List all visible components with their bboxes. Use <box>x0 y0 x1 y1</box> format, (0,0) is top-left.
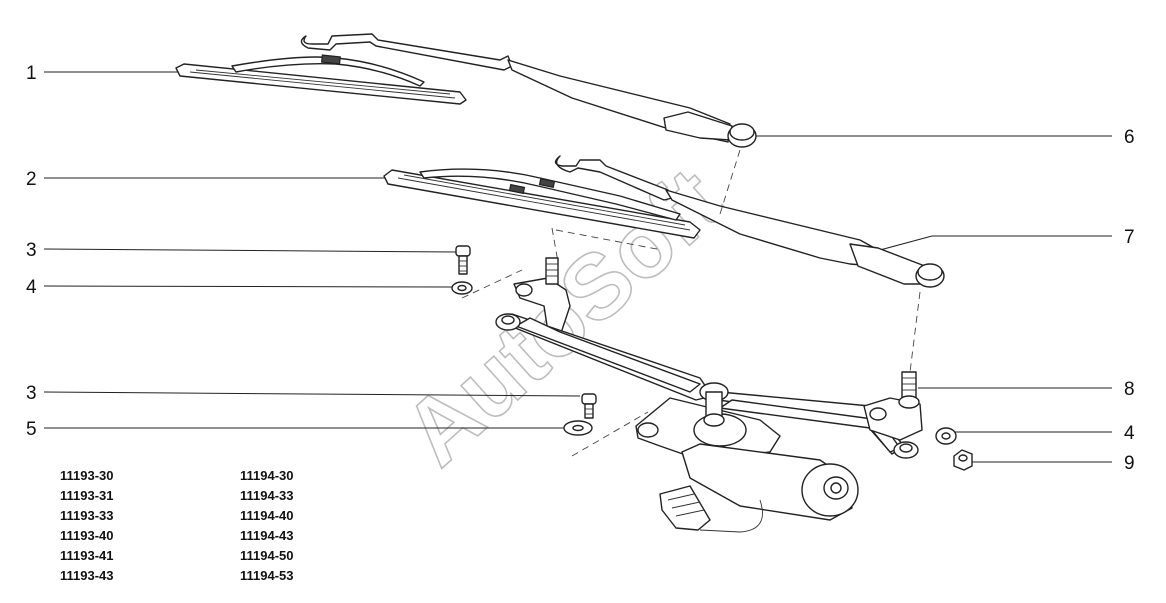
part-code: 11194-50 <box>240 548 294 563</box>
washer-large <box>563 420 593 436</box>
part-code-list: 11193-30 11193-31 11193-33 11193-40 1119… <box>60 468 294 583</box>
part-code: 11193-31 <box>60 488 114 503</box>
part-code: 11194-30 <box>240 468 294 483</box>
callout-7: 7 <box>1124 227 1135 248</box>
motor-connector <box>659 485 711 531</box>
leader-lines <box>43 71 1112 463</box>
part-code: 11193-43 <box>60 568 114 583</box>
callout-6: 6 <box>1124 127 1135 148</box>
nut <box>953 449 973 471</box>
callout-labels: 1 2 3 4 3 5 6 7 8 4 9 <box>26 63 1135 474</box>
washer-left <box>451 281 473 295</box>
callout-8: 8 <box>1124 379 1135 400</box>
wiper-blade-lower <box>383 168 701 239</box>
callout-5: 5 <box>26 419 37 440</box>
callout-3-lower: 3 <box>26 383 37 404</box>
pivot-bracket-right <box>863 371 923 441</box>
bolt-upper <box>455 245 471 275</box>
callout-4-right: 4 <box>1124 423 1135 444</box>
wiper-blade-upper <box>175 54 467 105</box>
callout-1: 1 <box>26 63 37 84</box>
part-code: 11194-40 <box>240 508 294 523</box>
callout-3-upper: 3 <box>26 240 37 261</box>
callout-4-left: 4 <box>26 277 37 298</box>
washer-right <box>935 427 957 445</box>
part-code: 11194-53 <box>240 568 294 583</box>
bolt-lower <box>581 393 597 419</box>
part-code: 11193-33 <box>60 508 114 523</box>
part-code: 11194-43 <box>240 528 294 543</box>
motor-bracket <box>635 382 781 461</box>
part-code: 11193-30 <box>60 468 114 483</box>
part-code: 11194-33 <box>240 488 294 503</box>
callout-9: 9 <box>1124 453 1135 474</box>
part-code: 11193-40 <box>60 528 114 543</box>
wiper-arm-lower <box>554 155 945 288</box>
wiper-arm-upper <box>300 33 757 148</box>
part-code: 11193-41 <box>60 548 114 563</box>
assembly-guide-lines <box>461 149 921 457</box>
wiper-motor <box>681 443 859 533</box>
callout-2: 2 <box>26 169 37 190</box>
